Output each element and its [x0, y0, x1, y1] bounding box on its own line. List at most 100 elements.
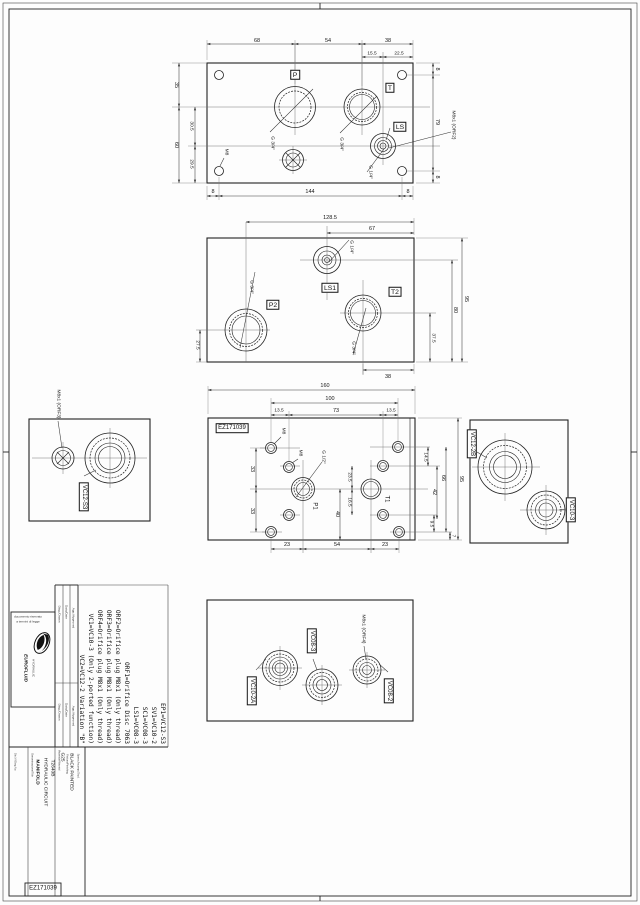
dim-bf-7: 7 [450, 534, 456, 538]
logo-brand-subtext: HYDRAULIC [31, 659, 36, 677]
orf2-label: M8x1 (ORF2) [450, 110, 456, 140]
m8-label-a: M8 [280, 427, 286, 435]
port-label-p: P [290, 69, 300, 81]
confidential-note-line2: a termini di legge [16, 619, 40, 624]
field-label-dwg-no: Dis.N°/Dwg.No. [13, 752, 17, 772]
dim-bf-33b: 33 [249, 507, 256, 515]
thread-label-t: G 3/4" [338, 137, 344, 151]
thread-label-p1: G 1/2" [320, 450, 326, 464]
thread-label-t2: G 3/4" [350, 341, 356, 355]
bottom-side-view [206, 599, 414, 722]
field-label-drawn: Disg./Drawn [57, 605, 62, 623]
dim-top-79: 79 [434, 118, 441, 126]
dim-top-29-5: 29.5 [188, 159, 194, 169]
dim-bf-73: 73 [332, 407, 340, 414]
dim-top-54: 54 [324, 37, 332, 44]
title-block-frame [9, 584, 169, 897]
logo-brand-text: EUROFLUID [22, 654, 28, 682]
bottom-face-view [207, 386, 462, 553]
note-line: ORF2=Orifice plug M8x1 (Only thread) [114, 609, 121, 744]
top-view [172, 40, 452, 200]
dim-side-27-5: 27.5 [194, 340, 200, 350]
port-label-p2: P2 [266, 299, 280, 311]
left-side-view [28, 418, 151, 522]
note-line: VC2=VC12-2 Variation "B" [78, 654, 85, 744]
finishing-value: BLACK PAINTED [68, 753, 74, 791]
part-number-label: EZ171039 [215, 423, 249, 433]
m8-label-top: M8 [223, 148, 229, 156]
dim-top-15-5: 15.5 [367, 51, 377, 57]
note-line: ORF1=Orifice Disc 7063 [123, 662, 130, 744]
port-label-ls: LS [393, 121, 407, 133]
dim-top-68: 68 [253, 37, 261, 44]
dim-side-128-5: 128.5 [323, 214, 337, 221]
dim-side-80: 80 [452, 306, 459, 314]
dim-bf-14-5: 14.5 [422, 452, 428, 462]
title-line-hydraulic-circuit: HYDRAULIC CIRCUIT [42, 757, 48, 807]
field-label-finishing: Finitura/Finishing [65, 754, 69, 774]
m8-label-b: M8 [297, 449, 303, 457]
dim-bf-54: 54 [333, 541, 341, 548]
thread-label-p2: G 3/4" [248, 280, 254, 294]
note-line: LS1=VC08-3 [132, 706, 139, 744]
cavity-label-vc12-s3: VC12-S3 [79, 482, 89, 512]
orf3-label: M8x1 (ORF3) [55, 389, 61, 419]
field-label-approved: App./Approved [71, 607, 76, 629]
note-line: ORF4=Orifice plug M8x1 (Only thread) [96, 609, 103, 744]
component-notes: EP1=VC12-S3 SV1=VC10-2 SC1=VC08-3 LS1=VC… [77, 586, 167, 744]
title-line-manifold: MANIFOLD [34, 759, 40, 785]
dim-top-144: 144 [305, 188, 315, 195]
thread-label-ls: G 1/4" [367, 165, 373, 179]
dim-bf-16-5: 16.5 [346, 497, 352, 507]
port-label-ls1: LS1 [321, 282, 339, 294]
confidential-note-line1: documento riservato [13, 614, 43, 619]
dim-top-38: 38 [384, 37, 392, 44]
drawing-code: EZ171039 [29, 885, 57, 892]
dim-side-95: 95 [463, 295, 470, 303]
note-line: VC1=VC10-3 (Only 2-ported function) [87, 613, 94, 744]
port-label-t1: T1 [383, 495, 390, 503]
dim-top-35: 35 [173, 81, 180, 89]
dim-bf-42: 42 [431, 488, 438, 496]
note-line: SC1=VC08-3 [141, 706, 148, 744]
dim-bf-160: 160 [320, 382, 330, 389]
dim-bf-95: 95 [458, 475, 465, 483]
cavity-label-vc10-2a: VC10-2A [247, 676, 257, 706]
port-label-t: T [385, 82, 395, 94]
dim-top-30-5: 30.5 [188, 121, 194, 131]
port-label-t2: T2 [388, 286, 402, 298]
dim-side-37-5: 37.5 [430, 333, 436, 343]
field-label-approved-2: App./Approved [71, 705, 76, 727]
dim-bf-100: 100 [325, 395, 335, 402]
cavity-label-vc08-3: VC08-3 [307, 628, 317, 654]
title-line-t2640b: T2640B [49, 759, 55, 777]
dim-bf-13-5b: 13.5 [386, 408, 396, 414]
thread-label-ls1: G 1/4" [348, 240, 354, 254]
note-line: EP1=VC12-S3 [159, 703, 166, 744]
field-label-notes: Spess./Incomp./Stud. [76, 753, 80, 779]
dim-bf-23a: 23 [283, 541, 291, 548]
dim-side-67: 67 [368, 225, 376, 232]
side-view [196, 218, 468, 375]
dim-bf-23b: 23 [381, 541, 389, 548]
dim-top-8d: 8 [406, 188, 410, 195]
dim-side-38: 38 [384, 373, 392, 380]
right-side-view [469, 419, 569, 544]
field-label-date-2: Data/Date [64, 703, 69, 717]
cavity-label-vc10-3: VC10-3 [566, 497, 576, 523]
field-label-drawn-2: Disg./Drawn [57, 703, 62, 721]
dim-bf-23-5: 23.5 [346, 472, 352, 482]
note-line: ORF3=Orifice plug M8x1 (Only thread) [105, 609, 112, 744]
dim-top-8b: 8 [434, 175, 441, 179]
dim-bf-9-5: 9.5 [428, 520, 434, 528]
dim-top-8a: 8 [434, 67, 441, 71]
dim-top-8c: 8 [211, 188, 215, 195]
orf4-label: M8x1 (ORF4) [360, 614, 366, 644]
cavity-label-vc08-2: VC08-2 [384, 678, 394, 704]
field-label-date: Data/Date [64, 605, 69, 619]
cavity-label-vc12-2b: VC12-2B [467, 429, 477, 459]
note-line: SV1=VC10-2 [150, 706, 157, 744]
